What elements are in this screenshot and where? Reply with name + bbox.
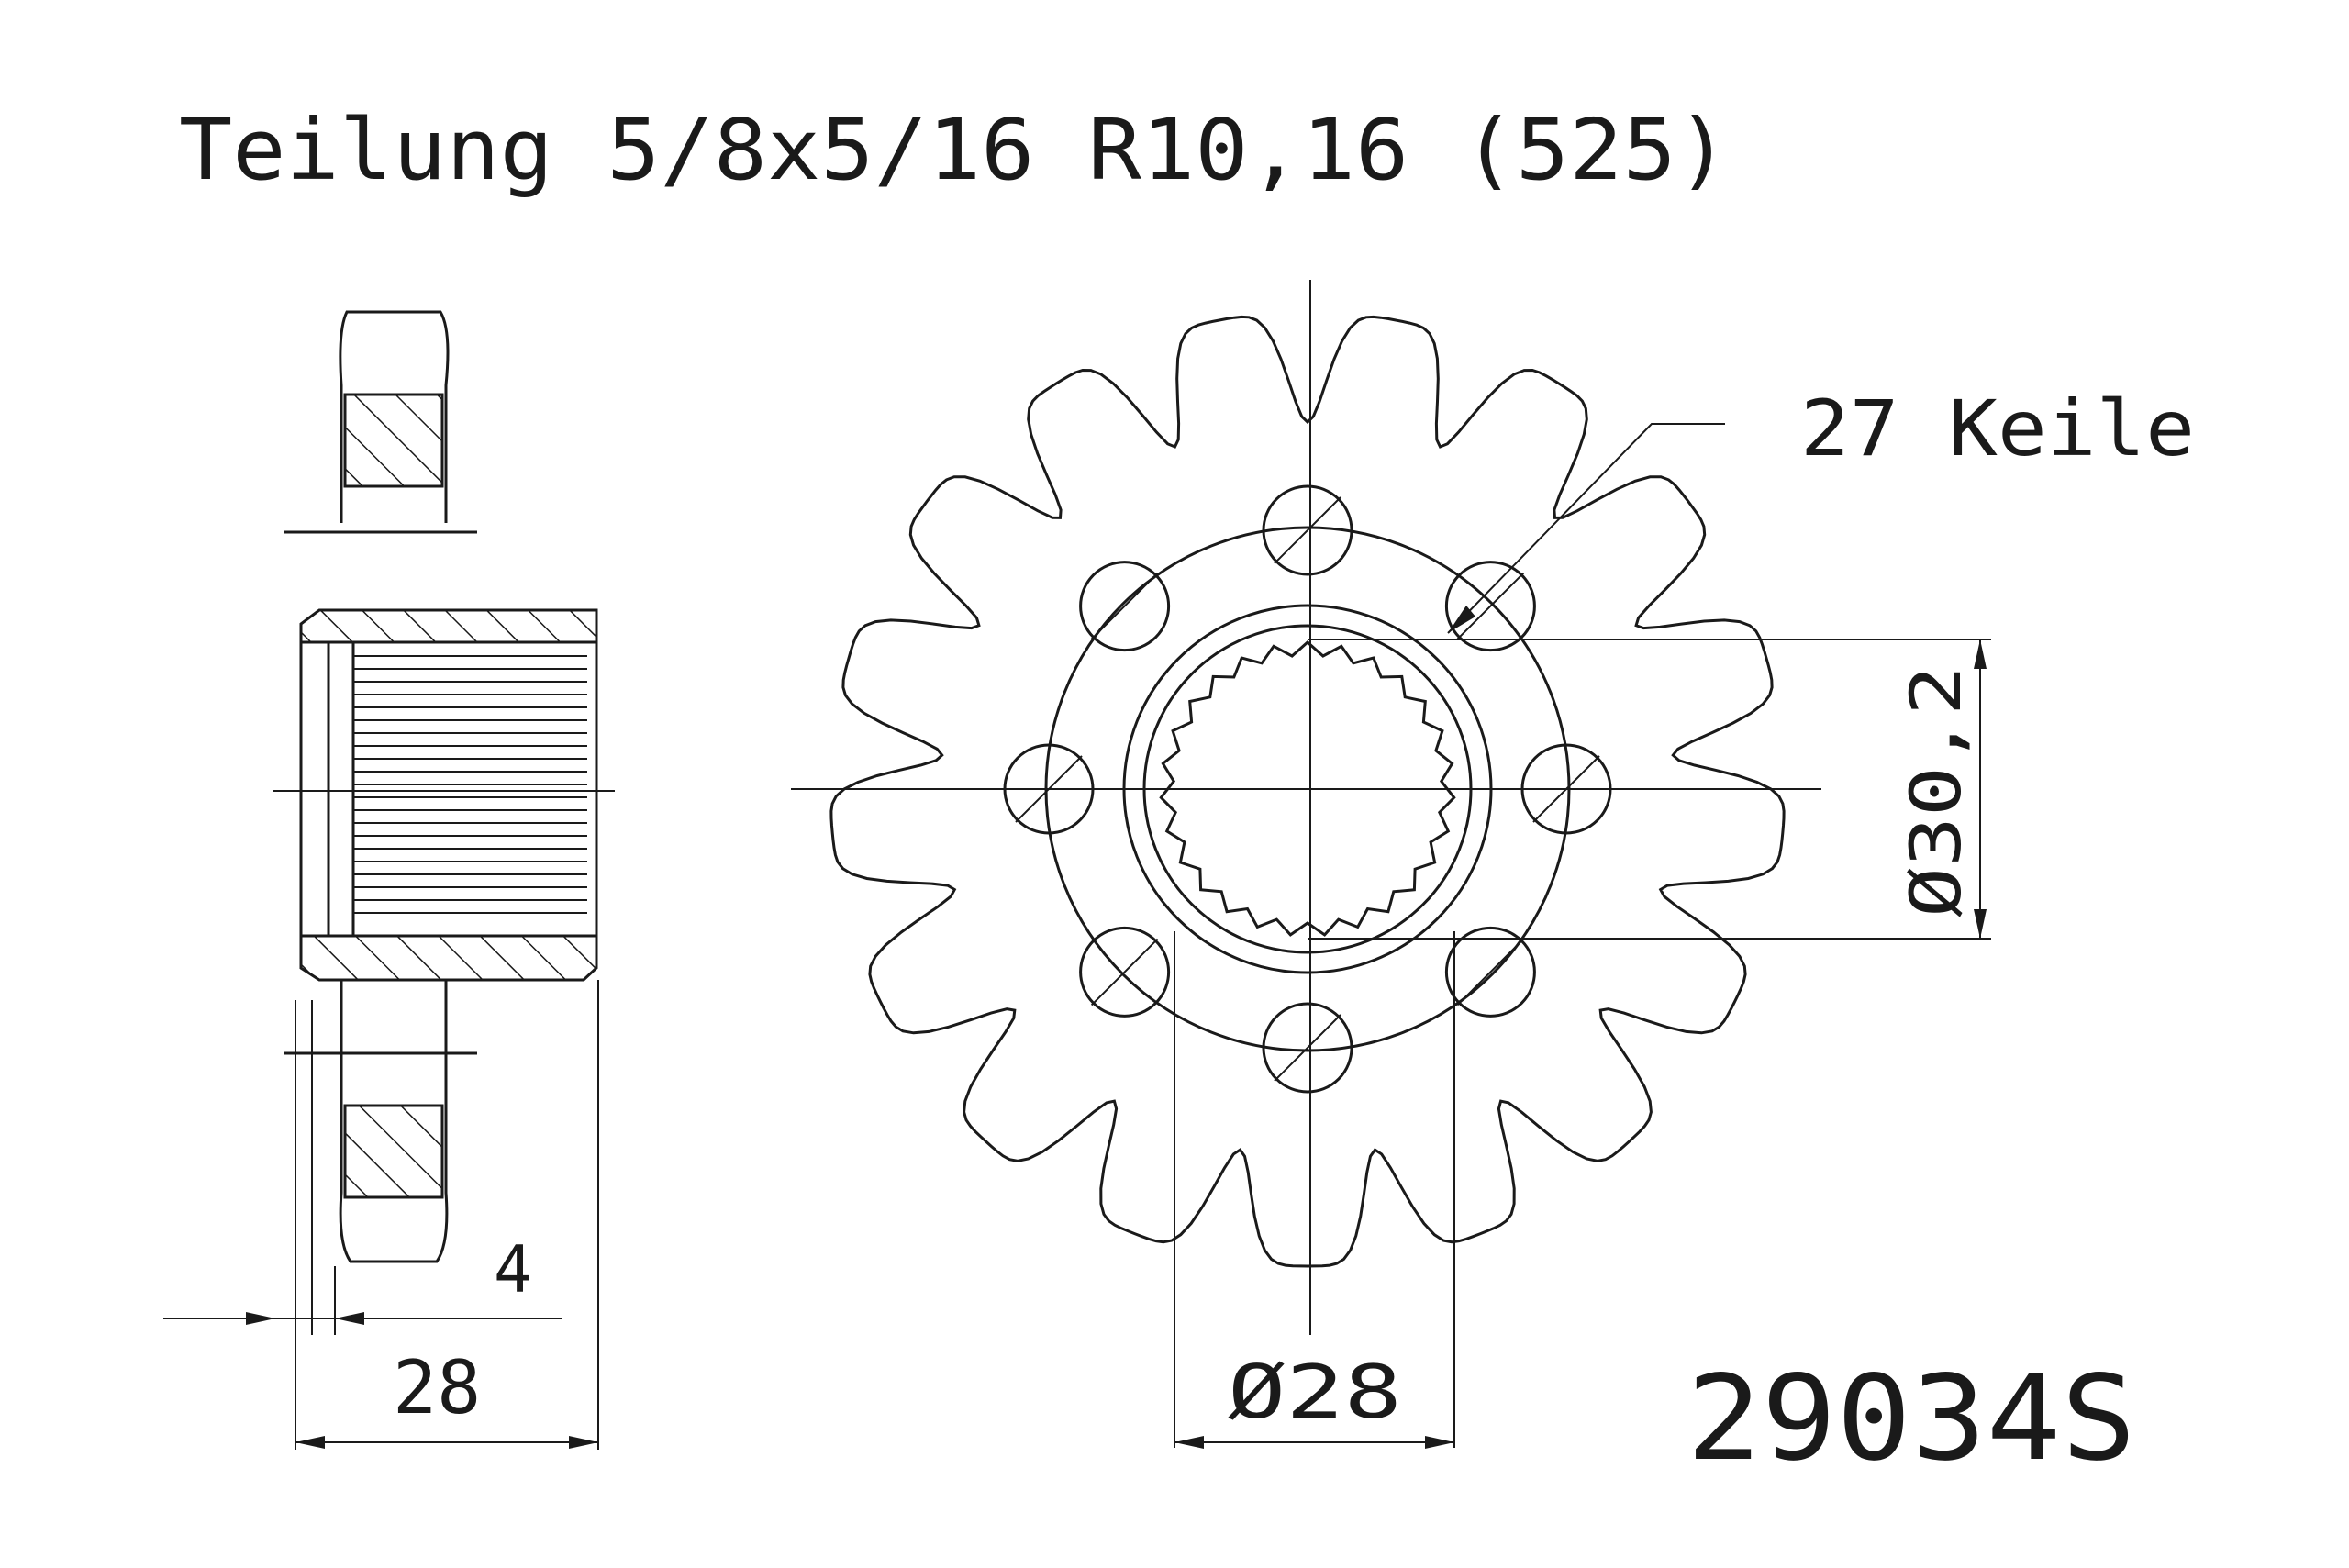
side-hub-bottom — [299, 934, 598, 982]
bolt-hole-mark — [1274, 496, 1341, 564]
bolt-hole-mark — [1274, 1014, 1341, 1082]
bolt-hole-mark — [1456, 572, 1525, 640]
bolt-hole — [1444, 926, 1536, 1018]
side-hub-top — [299, 608, 598, 644]
dim-overall-width: 28 — [393, 1345, 481, 1430]
sprocket-outline — [829, 315, 1786, 1268]
side-lower-tooth-hatch — [343, 1104, 444, 1199]
bolt-hole — [1444, 561, 1536, 652]
side-hub-bore — [299, 640, 598, 938]
bolt-hole-mark — [1090, 572, 1159, 640]
side-spline-lines — [353, 655, 587, 914]
bolt-hole-mark — [1090, 938, 1159, 1006]
dim-bore-diameter: Ø30,2 — [1895, 665, 1976, 917]
side-upper-tooth-hatch — [343, 393, 444, 488]
part-number: 29034S — [1687, 1351, 2136, 1487]
bolt-hole — [1079, 561, 1171, 652]
bolt-hole-mark — [1456, 938, 1525, 1006]
bolt-hole — [1262, 1002, 1353, 1094]
side-view: 4 28 — [163, 310, 615, 1450]
side-upper-tooth — [339, 310, 450, 523]
title: Teilung 5/8x5/16 R10,16 (525) — [179, 101, 1730, 199]
side-lower-tooth — [339, 980, 449, 1263]
dim-tooth-width: 4 — [494, 1232, 532, 1307]
dim-hub-diameter: Ø28 — [1228, 1350, 1402, 1435]
bolt-hole — [1262, 484, 1353, 576]
callout-splines: 27 Keile — [1800, 384, 2195, 473]
front-view: 27 Keile Ø30,2 Ø28 — [791, 280, 2195, 1449]
spline-bore — [1159, 639, 1456, 937]
callout-leader — [1447, 423, 1725, 634]
bolt-hole — [1079, 926, 1171, 1018]
